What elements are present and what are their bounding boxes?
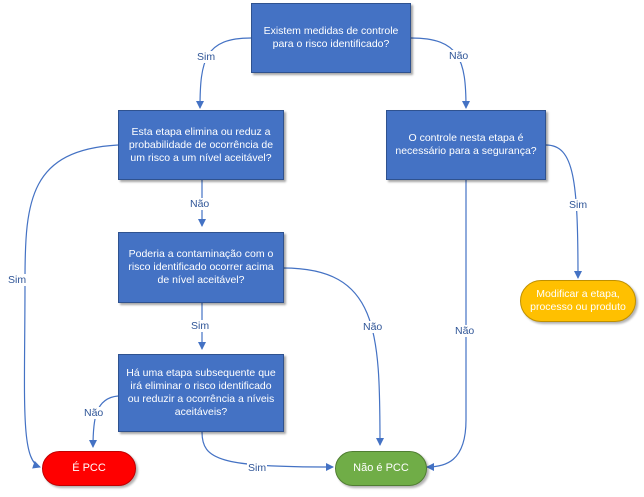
label-q5-no: Não — [454, 325, 476, 337]
label-q4-no: Não — [83, 407, 105, 419]
edge-q5-yes — [545, 144, 582, 279]
terminal-is-pcc: É PCC — [42, 451, 136, 486]
label-q1-yes: Sim — [196, 51, 217, 63]
terminal-not-pcc: Não é PCC — [335, 451, 427, 486]
edge-q4-yes — [201, 431, 334, 471]
label-q4-yes: Sim — [247, 462, 268, 474]
label-q2-yes: Sim — [7, 274, 28, 286]
label-q3-yes: Sim — [190, 320, 211, 332]
question-control-necessary: O controle nesta etapa é necessário para… — [386, 110, 546, 180]
question-contamination-above-level: Poderia a contaminação com o risco ident… — [118, 232, 284, 303]
terminal-modify-step: Modificar a etapa, processo ou produto — [520, 280, 636, 322]
question-step-eliminates-risk: Esta etapa elimina ou reduz a probabilid… — [118, 110, 284, 180]
question-control-measures: Existem medidas de controle para o risco… — [251, 3, 411, 73]
label-q3-no: Não — [362, 321, 384, 333]
label-q5-yes: Sim — [568, 199, 589, 211]
edge-q1-no — [410, 37, 470, 109]
edge-q4-no — [89, 395, 119, 448]
edge-q5-no — [426, 180, 467, 471]
edge-q3-no — [282, 267, 384, 446]
label-q1-no: Não — [448, 50, 470, 62]
edge-q1-yes — [196, 37, 252, 109]
label-q2-no: Não — [189, 198, 211, 210]
question-subsequent-step: Há uma etapa subsequente que irá elimina… — [118, 354, 284, 432]
